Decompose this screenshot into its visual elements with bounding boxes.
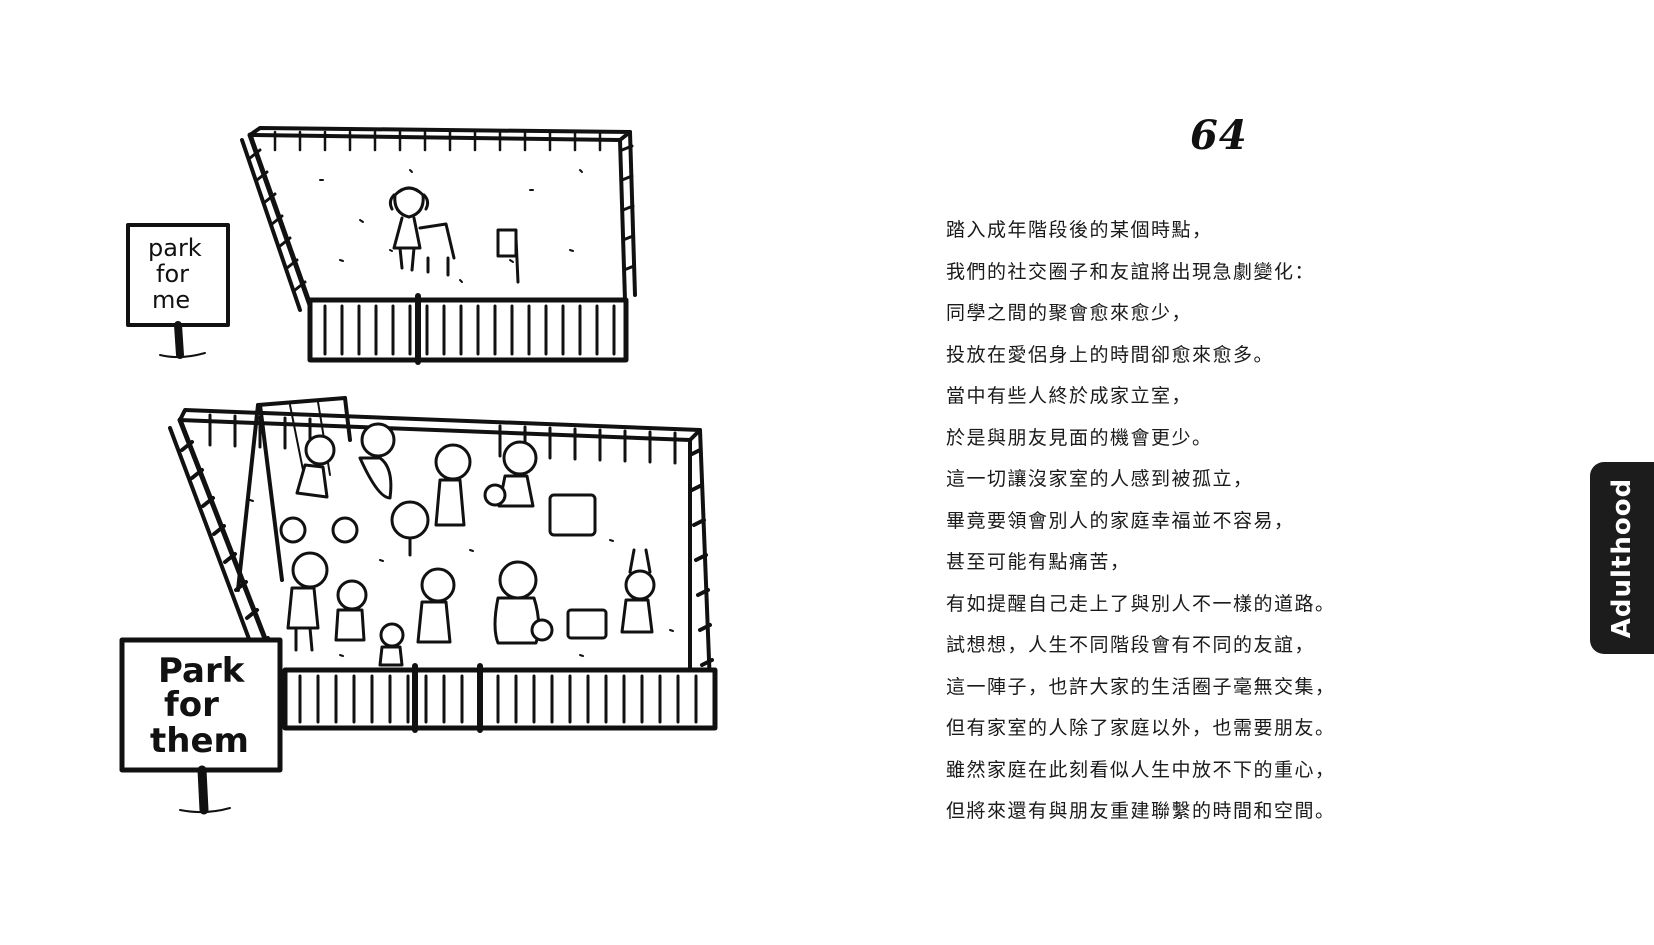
body-line: 畢竟要領會別人的家庭幸福並不容易， — [946, 509, 1295, 532]
section-tab-label: Adulthood — [1607, 477, 1637, 639]
bottom-sign-line-2: for — [164, 685, 219, 725]
body-line: 但將來還有與朋友重建聯繫的時間和空間。 — [946, 800, 1336, 822]
body-line: 投放在愛侶身上的時間卻愈來愈多。 — [946, 343, 1275, 366]
top-sign-line-1: park — [148, 234, 202, 262]
bottom-sign-line-1: Park — [158, 651, 246, 691]
body-line: 雖然家庭在此刻看似人生中放不下的重心， — [946, 758, 1336, 781]
body-line: 踏入成年階段後的某個時點， — [946, 219, 1213, 241]
body-line: 同學之間的聚會愈來愈少， — [946, 302, 1193, 324]
bottom-sign-line-3: them — [150, 721, 249, 761]
page-number: 64 — [1190, 112, 1248, 159]
body-line: 試想想，人生不同階段會有不同的友誼， — [946, 634, 1316, 656]
body-line: 這一陣子，也許大家的生活圈子毫無交集， — [946, 675, 1336, 698]
bottom-park-enclosure — [168, 396, 718, 733]
top-sign-line-3: me — [152, 286, 190, 314]
bottom-sign — [119, 637, 283, 815]
top-park-enclosure — [240, 126, 637, 365]
park-illustration: park for me Park for them — [119, 126, 718, 815]
body-line: 我們的社交圈子和友誼將出現急劇變化： — [946, 260, 1316, 283]
body-line: 當中有些人終於成家立室， — [946, 385, 1193, 407]
top-sign-line-2: for — [156, 260, 189, 288]
body-line: 於是與朋友見面的機會更少。 — [946, 426, 1213, 449]
body-line: 甚至可能有點痛苦， — [946, 551, 1131, 573]
section-tab: Adulthood — [1590, 462, 1654, 654]
body-line: 有如提醒自己走上了與別人不一樣的道路。 — [946, 592, 1336, 615]
body-line: 但有家室的人除了家庭以外，也需要朋友。 — [946, 717, 1336, 739]
body-text: 踏入成年階段後的某個時點， 我們的社交圈子和友誼將出現急劇變化： 同學之間的聚會… — [946, 210, 1426, 833]
body-line: 這一切讓沒家室的人感到被孤立， — [946, 468, 1254, 490]
top-sign — [126, 223, 230, 359]
